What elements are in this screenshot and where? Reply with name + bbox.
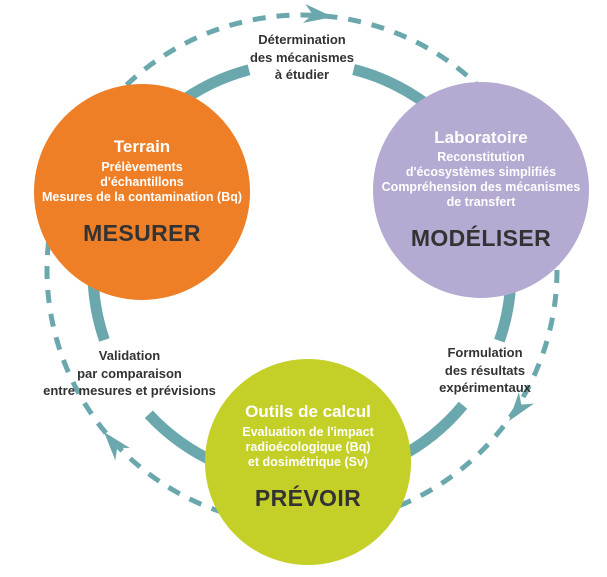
arrowhead-bottom-left-icon <box>104 432 130 461</box>
dashed-ring <box>44 12 560 528</box>
node-outils-verb: PRÉVOIR <box>254 484 362 511</box>
edge-label-line: à étudier <box>274 67 330 82</box>
node-laboratoire-line: de transfert <box>446 195 516 210</box>
node-laboratoire-line: d'écosystèmes simplifiés <box>405 165 557 180</box>
edge-label-line: des mécanismes <box>249 49 355 65</box>
edge-label-line: par comparaison <box>77 365 182 381</box>
node-terrain-line: Prélèvements <box>101 159 183 174</box>
node-outils-title: Outils de calcul <box>245 402 371 422</box>
edge-label-line: entre mesures et prévisions <box>43 383 216 398</box>
edge-label-line: Formulation <box>447 345 523 360</box>
node-terrain-line: d'échantillons <box>100 174 184 189</box>
edge-label-validation: Validation par comparaison entre mesures… <box>22 347 237 400</box>
node-terrain-line: Mesures de la contamination (Bq) <box>41 189 243 204</box>
node-laboratoire-verb: MODÉLISER <box>410 225 552 252</box>
node-laboratoire: Laboratoire Reconstitution d'écosystèmes… <box>373 82 589 298</box>
edge-label-line: Détermination <box>258 32 346 47</box>
edge-label-line: expérimentaux <box>439 380 531 395</box>
node-laboratoire-line: Reconstitution <box>437 150 525 165</box>
edge-label-line: Validation <box>98 348 161 363</box>
node-terrain-title: Terrain <box>113 137 171 157</box>
edge-label-formulation: Formulation des résultats expérimentaux <box>415 344 555 397</box>
node-laboratoire-line: Compréhension des mécanismes <box>381 180 581 195</box>
node-laboratoire-title: Laboratoire <box>434 127 528 147</box>
node-outils-line: et dosimétrique (Sv) <box>247 454 369 469</box>
node-terrain: Terrain Prélèvements d'échantillons Mesu… <box>34 84 250 300</box>
arrowhead-top-icon <box>303 4 333 23</box>
node-outils-line: Evaluation de l'impact <box>242 424 374 439</box>
node-terrain-verb: MESURER <box>83 219 201 246</box>
edge-label-line: des résultats <box>444 362 526 378</box>
arrowhead-bottom-right-icon <box>509 392 535 421</box>
node-outils-de-calcul: Outils de calcul Evaluation de l'impact … <box>205 359 411 565</box>
edge-label-determination: Détermination des mécanismes à étudier <box>217 31 387 84</box>
node-outils-line: radioécologique (Bq) <box>245 439 371 454</box>
